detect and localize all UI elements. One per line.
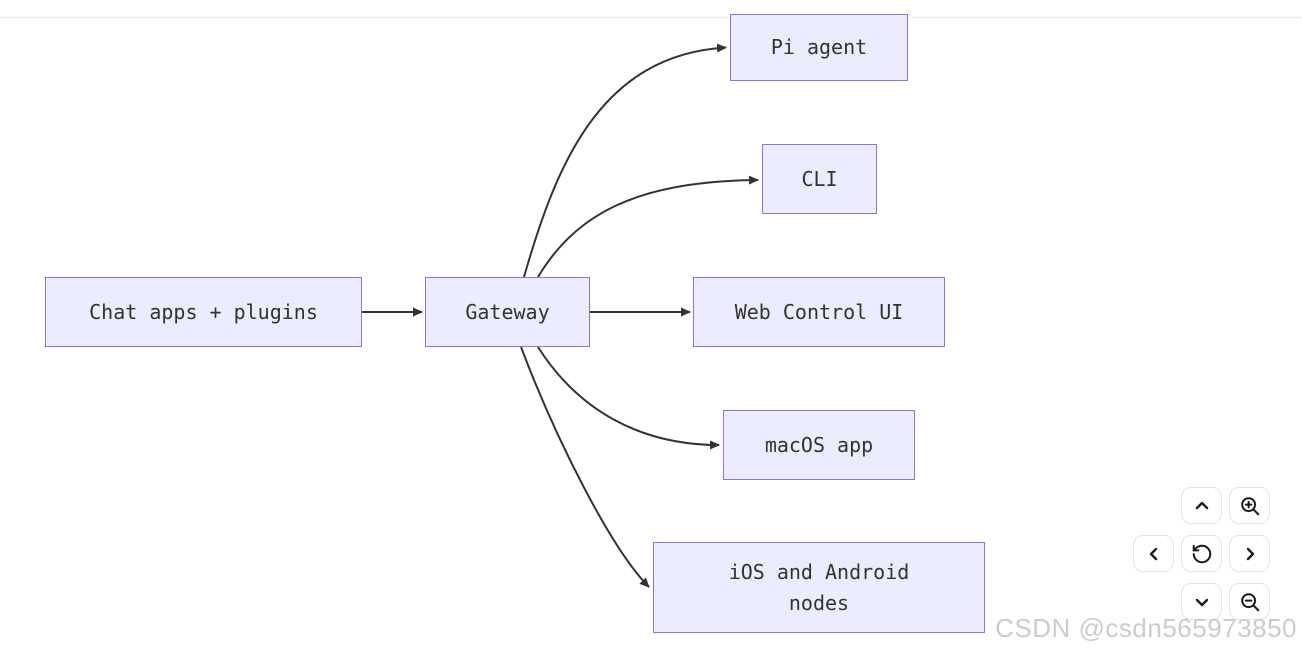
zoom-in-icon	[1239, 495, 1261, 517]
node-label: Web Control UI	[734, 299, 904, 324]
node-macos-app: macOS app	[723, 410, 915, 480]
node-label: Gateway	[465, 299, 550, 324]
node-web-control-ui: Web Control UI	[693, 277, 945, 347]
zoom-out-button[interactable]	[1229, 583, 1270, 620]
node-label-line1: iOS and Android	[728, 559, 910, 584]
reset-view-button[interactable]	[1181, 535, 1222, 572]
chevron-left-icon	[1143, 543, 1165, 565]
node-label: macOS app	[764, 432, 874, 457]
node-chat-apps-plugins: Chat apps + plugins	[45, 277, 362, 347]
edge-gateway-to-cli	[537, 175, 759, 278]
pan-zoom-controls	[1133, 487, 1270, 620]
node-cli: CLI	[762, 144, 877, 214]
node-label: Pi agent	[770, 35, 868, 59]
edge-gateway-to-pi	[523, 43, 727, 278]
node-label: CLI	[801, 166, 838, 191]
pan-right-button[interactable]	[1229, 535, 1270, 572]
node-pi-agent: Pi agent	[730, 14, 908, 81]
node-gateway: Gateway	[425, 277, 590, 347]
pan-up-button[interactable]	[1181, 487, 1222, 524]
edge-gateway-to-ios	[520, 346, 650, 588]
zoom-out-icon	[1239, 591, 1261, 613]
pan-down-button[interactable]	[1181, 583, 1222, 620]
pan-left-button[interactable]	[1133, 535, 1174, 572]
top-divider	[0, 17, 1302, 18]
zoom-in-button[interactable]	[1229, 487, 1270, 524]
chevron-down-icon	[1191, 591, 1213, 613]
chevron-up-icon	[1191, 495, 1213, 517]
node-ios-android-nodes: iOS and Android nodes	[653, 542, 985, 633]
node-label: Chat apps + plugins	[89, 299, 318, 324]
edge-gateway-to-macos	[537, 346, 720, 450]
reset-icon	[1191, 543, 1213, 565]
node-label-line2: nodes	[788, 590, 850, 615]
chevron-right-icon	[1239, 543, 1261, 565]
